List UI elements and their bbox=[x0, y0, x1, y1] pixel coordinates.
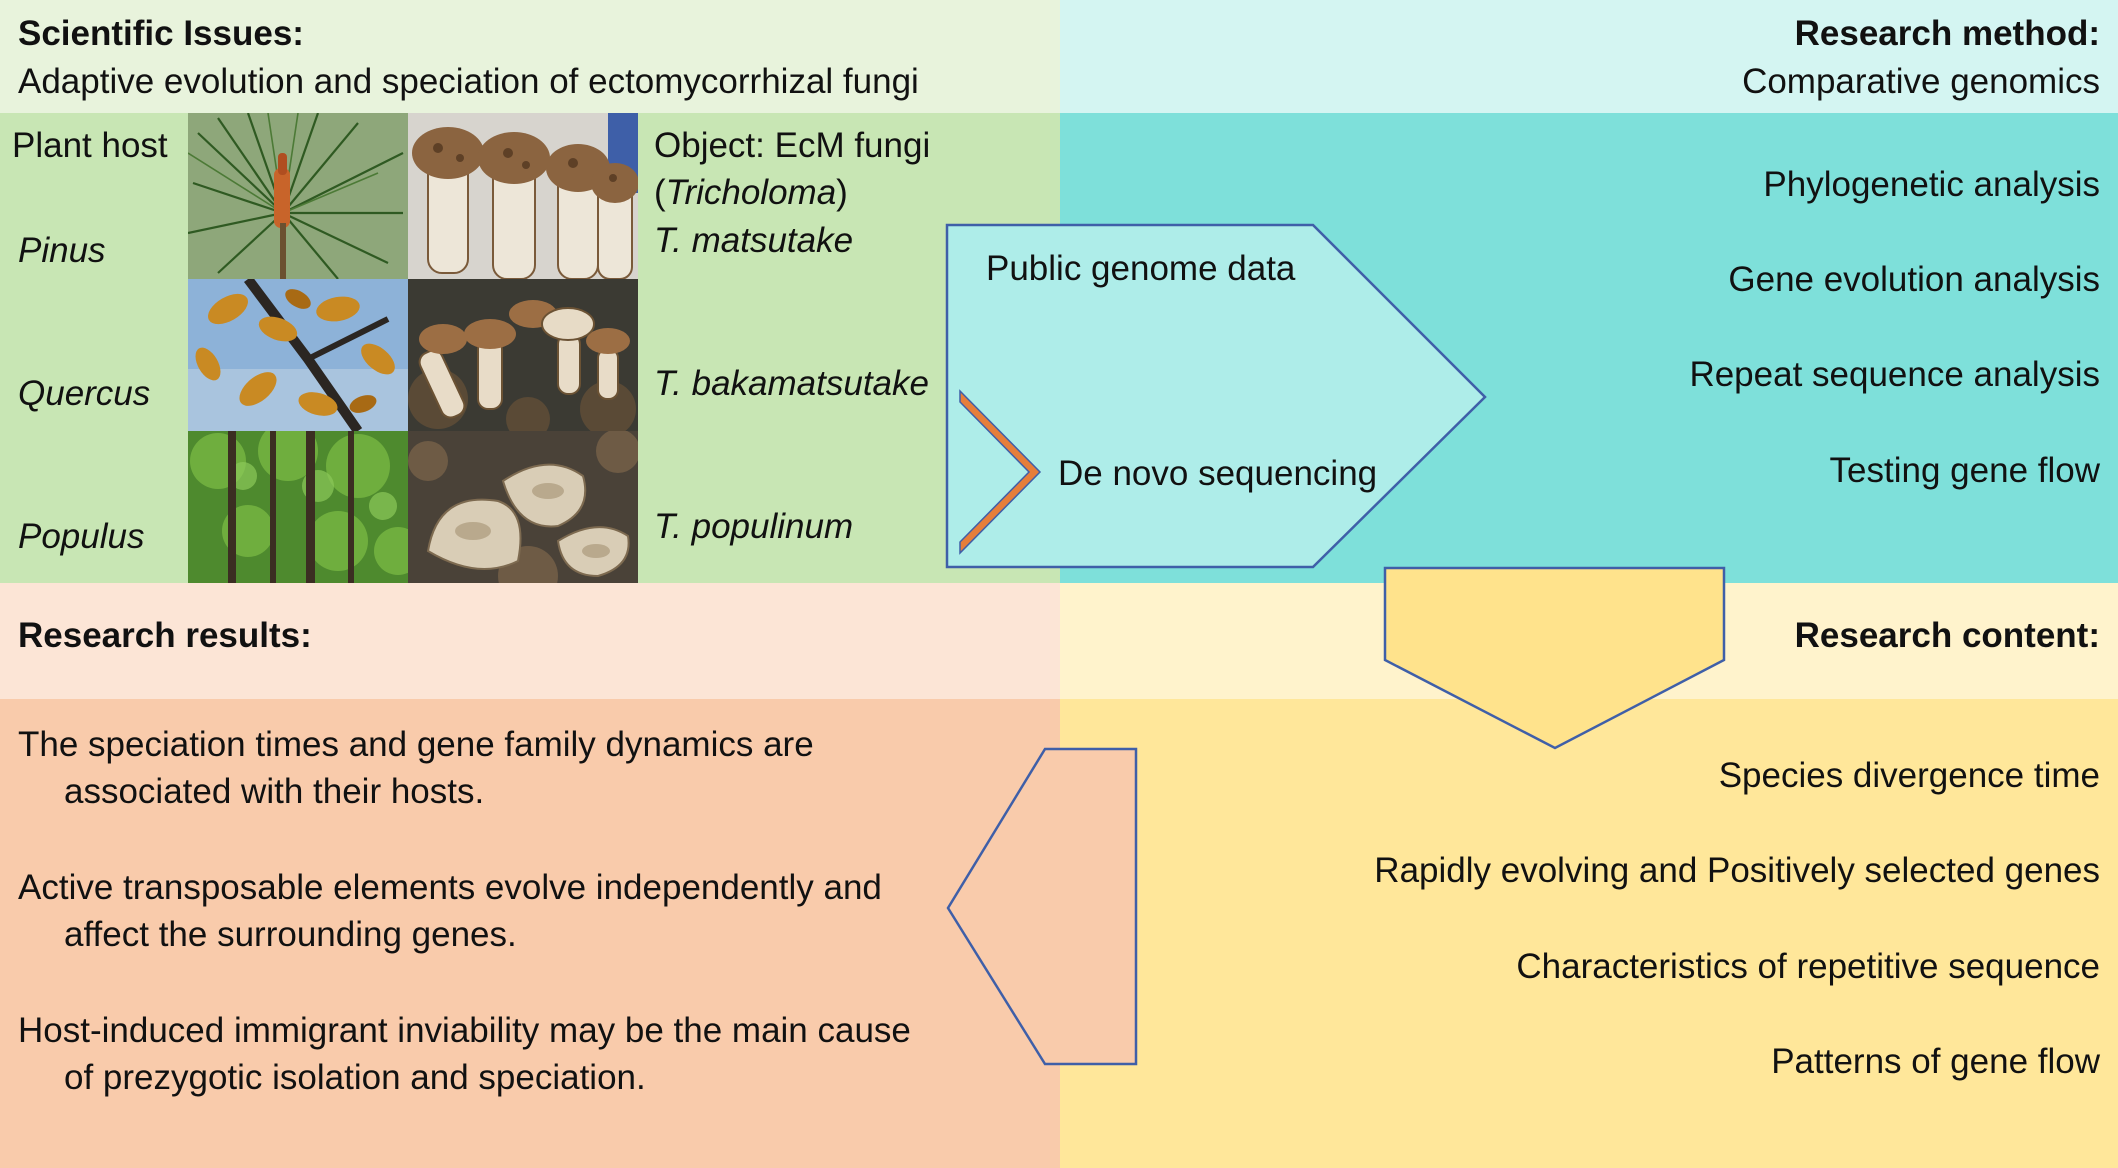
host-pinus: Pinus bbox=[18, 231, 106, 270]
research-content-list-panel bbox=[1060, 699, 2118, 1168]
populinum-photo bbox=[408, 431, 638, 583]
content-item: Characteristics of repetitive sequence bbox=[1516, 947, 2100, 986]
research-content-heading: Research content: bbox=[1794, 616, 2100, 655]
peach-left-arrow bbox=[946, 747, 1138, 1066]
content-item: Patterns of gene flow bbox=[1771, 1042, 2100, 1081]
genus-tricholoma: Tricholoma bbox=[665, 173, 837, 212]
species-matsutake: T. matsutake bbox=[654, 221, 854, 260]
scientific-issues-panel bbox=[0, 0, 1060, 113]
method-item: Phylogenetic analysis bbox=[1763, 165, 2100, 204]
teal-pentagon-arrow bbox=[945, 223, 1487, 569]
method-item: Testing gene flow bbox=[1829, 451, 2100, 490]
content-item: Species divergence time bbox=[1718, 756, 2100, 795]
result-item: Active transposable elements evolve inde… bbox=[18, 864, 882, 958]
species-bakamatsutake: T. bakamatsutake bbox=[654, 364, 929, 403]
result-item-line2: of prezygotic isolation and speciation. bbox=[64, 1058, 646, 1097]
de-novo-sequencing-label: De novo sequencing bbox=[1058, 454, 1378, 493]
research-results-header-panel bbox=[0, 583, 1060, 699]
scientific-issues-heading: Scientific Issues: bbox=[18, 14, 304, 53]
orange-chevron bbox=[959, 389, 1042, 555]
plant-host-heading: Plant host bbox=[12, 126, 168, 165]
object-label: Object: EcM fungi bbox=[654, 126, 931, 165]
research-method-heading: Research method: bbox=[1794, 14, 2100, 53]
research-results-list-panel bbox=[0, 699, 1060, 1168]
result-item-line2: affect the surrounding genes. bbox=[64, 915, 517, 954]
method-item: Gene evolution analysis bbox=[1728, 260, 2100, 299]
pine-photo bbox=[188, 113, 408, 279]
result-item: The speciation times and gene family dyn… bbox=[18, 721, 814, 815]
result-item-line1: Host-induced immigrant inviability may b… bbox=[18, 1011, 911, 1050]
public-genome-data-label: Public genome data bbox=[986, 249, 1296, 288]
research-method-text: Comparative genomics bbox=[1742, 62, 2100, 101]
matsutake-photo bbox=[408, 113, 638, 279]
bakamatsutake-photo bbox=[408, 279, 638, 431]
poplar-photo bbox=[188, 431, 408, 583]
scientific-issues-text: Adaptive evolution and speciation of ect… bbox=[18, 62, 919, 101]
research-results-heading: Research results: bbox=[18, 616, 312, 655]
oak-photo bbox=[188, 279, 408, 431]
yellow-down-arrow bbox=[1383, 566, 1726, 750]
host-populus: Populus bbox=[18, 517, 145, 556]
method-item: Repeat sequence analysis bbox=[1689, 355, 2100, 394]
result-item-line1: The speciation times and gene family dyn… bbox=[18, 725, 814, 764]
species-populinum: T. populinum bbox=[654, 507, 854, 546]
host-quercus: Quercus bbox=[18, 374, 151, 413]
research-method-panel bbox=[1060, 0, 2118, 113]
genus-open-paren: ( bbox=[654, 173, 666, 212]
object-genus-line: (Tricholoma) bbox=[654, 171, 848, 215]
genus-close-paren: ) bbox=[836, 173, 848, 212]
result-item-line2: associated with their hosts. bbox=[64, 772, 485, 811]
result-item-line1: Active transposable elements evolve inde… bbox=[18, 868, 882, 907]
content-item: Rapidly evolving and Positively selected… bbox=[1374, 851, 2100, 890]
result-item: Host-induced immigrant inviability may b… bbox=[18, 1007, 911, 1101]
